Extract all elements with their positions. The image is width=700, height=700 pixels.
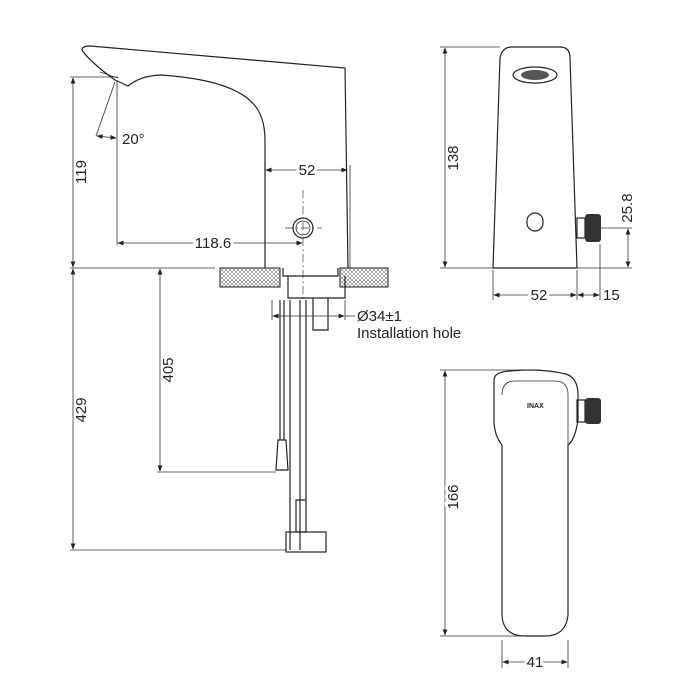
countertop-left	[219, 267, 281, 288]
top-view: INAX 166 41	[440, 369, 601, 674]
side-view: 138 25.8 52 15	[440, 46, 636, 307]
side-width-label: 52	[531, 287, 548, 304]
faucet-body-front	[81, 45, 349, 269]
side-height-label: 138	[445, 145, 462, 170]
hose-length-label: 405	[160, 357, 177, 382]
hose-nut	[285, 531, 327, 553]
top-length-label: 166	[445, 484, 462, 509]
aerator	[512, 66, 558, 84]
spout-height-label: 119	[73, 160, 90, 184]
front-width-label: 52	[299, 162, 316, 179]
front-view: 20° 119 429 405 118.6 52 Ø34±1 Installat…	[70, 45, 461, 553]
connector-depth-label: 15	[603, 287, 620, 304]
total-height-label: 429	[73, 397, 90, 422]
spout-reach-label: 118.6	[195, 235, 231, 252]
faucet-body-side	[492, 46, 578, 269]
countertop-right	[339, 267, 389, 288]
brand-logo: INAX	[527, 403, 544, 410]
connector-height-label: 25.8	[619, 193, 636, 222]
top-connector	[585, 398, 601, 424]
sensor-cable	[275, 300, 289, 471]
installation-hole-label: Installation hole	[357, 325, 461, 342]
angle-label: 20°	[122, 131, 145, 148]
top-width-label: 41	[527, 654, 544, 671]
side-connector	[585, 214, 601, 242]
hole-diameter-label: Ø34±1	[357, 308, 402, 325]
sensor-window	[526, 212, 544, 232]
